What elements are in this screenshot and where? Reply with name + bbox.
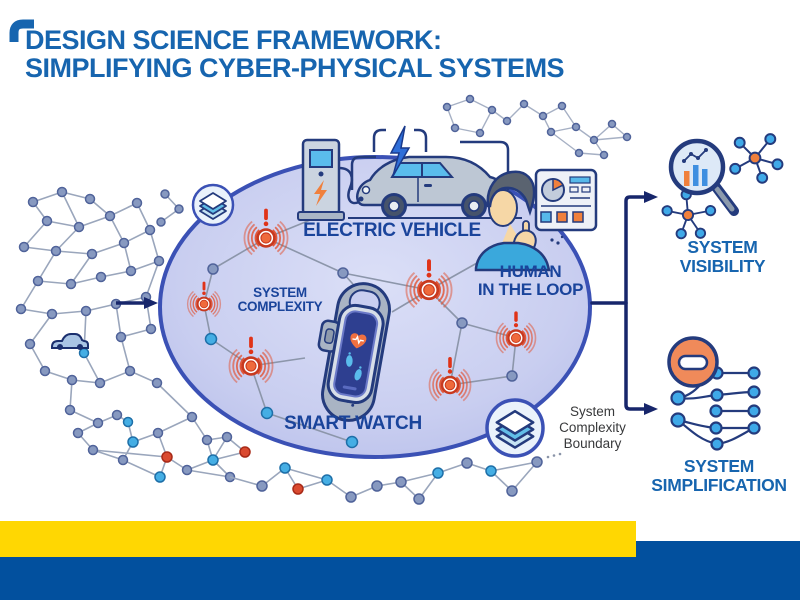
yellow-bar xyxy=(0,521,636,557)
label-human-in-the-loop: HUMAN IN THE LOOP xyxy=(477,262,584,300)
label-system-visibility: SYSTEM VISIBILITY xyxy=(679,237,766,276)
human-in-the-loop-illustration xyxy=(474,168,598,272)
top-network xyxy=(442,94,632,160)
smart-watch-illustration xyxy=(317,282,391,422)
inner-network xyxy=(203,211,518,449)
label-system-complexity: SYSTEM COMPLEXITY xyxy=(237,285,323,315)
magnifier-chart-icon xyxy=(654,133,784,251)
corner-logo-mark xyxy=(9,19,34,42)
input-arrow xyxy=(116,297,158,309)
title-line-2: SIMPLIFYING CYBER-PHYSICAL SYSTEMS xyxy=(25,53,565,84)
label-system-complexity-boundary: System Complexity Boundary xyxy=(559,404,626,452)
car-icon xyxy=(51,333,89,350)
layers-icon-top xyxy=(191,183,235,227)
bottom-network xyxy=(229,452,562,505)
electric-vehicle-illustration xyxy=(297,125,522,221)
label-system-simplification: SYSTEM SIMPLIFICATION xyxy=(651,456,787,495)
label-smart-watch: SMART WATCH xyxy=(284,413,422,434)
output-branch-arrow xyxy=(590,191,658,415)
title-line-1: DESIGN SCIENCE FRAMEWORK: xyxy=(25,25,442,55)
layers-icon-boundary xyxy=(485,398,545,458)
label-electric-vehicle: ELECTRIC VEHICLE xyxy=(303,220,481,241)
minus-circle-icon xyxy=(667,336,761,451)
right-blue-block xyxy=(636,541,800,600)
left-network xyxy=(15,186,251,483)
page-title: DESIGN SCIENCE FRAMEWORK: SIMPLIFYING CY… xyxy=(25,25,565,84)
